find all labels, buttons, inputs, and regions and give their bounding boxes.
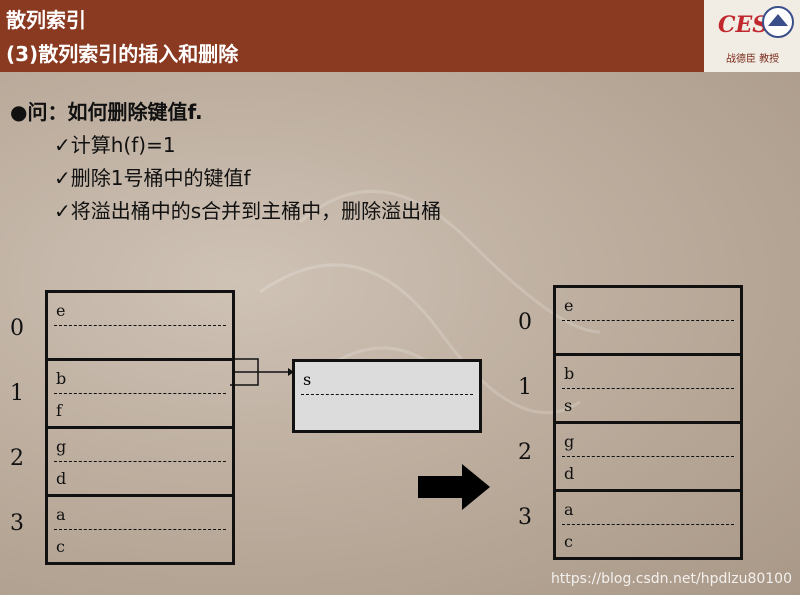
bucket-key: a — [56, 505, 66, 524]
overflow-key: s — [303, 370, 312, 389]
step-2: ✓删除1号桶中的键值f — [54, 166, 251, 190]
bucket-key: f — [56, 401, 62, 420]
source-watermark: https://blog.csdn.net/hpdlzu80100 — [550, 571, 792, 587]
bucket-key: g — [56, 437, 67, 456]
bucket-key: c — [564, 532, 573, 551]
slot-divider — [562, 320, 734, 321]
bucket-key: b — [564, 364, 575, 383]
bucket-key: e — [564, 296, 574, 315]
slide-header: 散列索引 (3)散列索引的插入和删除 CES 战德臣 教授 — [0, 0, 800, 72]
slot-divider — [301, 394, 473, 395]
after-index-0: 0 — [518, 310, 532, 335]
slot-divider — [562, 456, 734, 457]
bucket-key: d — [564, 464, 575, 483]
after-bucket-0: e — [553, 285, 743, 356]
slot-divider — [54, 461, 226, 462]
before-index-0: 0 — [10, 316, 24, 341]
before-bucket-0: e — [45, 290, 235, 361]
emblem-icon — [762, 6, 794, 38]
bucket-key: d — [56, 469, 67, 488]
step-3: ✓将溢出桶中的s合并到主桶中，删除溢出桶 — [54, 199, 442, 223]
step-1: ✓计算h(f)=1 — [54, 133, 176, 157]
question-label: ●问：如何删除键值f. — [10, 100, 203, 124]
slot-divider — [54, 529, 226, 530]
ces-logo: CES 战德臣 教授 — [704, 0, 800, 72]
after-index-3: 3 — [518, 505, 532, 530]
before-bucket-2: g d — [45, 426, 235, 497]
after-bucket-2: g d — [553, 421, 743, 492]
before-index-3: 3 — [10, 511, 24, 536]
logo-text: CES — [718, 12, 769, 38]
after-bucket-3: a c — [553, 489, 743, 560]
slot-divider — [54, 325, 226, 326]
after-index-2: 2 — [518, 440, 532, 465]
question-block: ●问：如何删除键值f. ✓计算h(f)=1 ✓删除1号桶中的键值f ✓将溢出桶中… — [10, 96, 441, 224]
transition-arrow-icon — [418, 464, 490, 510]
bucket-key: a — [564, 500, 574, 519]
bucket-key: s — [564, 396, 573, 415]
before-bucket-3: a c — [45, 494, 235, 565]
logo-caption: 战德臣 教授 — [726, 54, 780, 65]
slot-divider — [54, 393, 226, 394]
after-bucket-1: b s — [553, 353, 743, 424]
before-index-1: 1 — [10, 381, 24, 406]
overflow-bucket: s — [292, 359, 482, 433]
bucket-key: c — [56, 537, 65, 556]
bucket-key: e — [56, 301, 66, 320]
bucket-key: b — [56, 369, 67, 388]
before-bucket-1: b f — [45, 358, 235, 429]
after-index-1: 1 — [518, 375, 532, 400]
bucket-key: g — [564, 432, 575, 451]
before-index-2: 2 — [10, 446, 24, 471]
slot-divider — [562, 524, 734, 525]
slide-background — [0, 72, 800, 595]
slide-subtitle: (3)散列索引的插入和删除 — [6, 42, 239, 66]
slot-divider — [562, 388, 734, 389]
overflow-pointer-arrow — [230, 358, 294, 386]
slide-title: 散列索引 — [6, 8, 86, 32]
